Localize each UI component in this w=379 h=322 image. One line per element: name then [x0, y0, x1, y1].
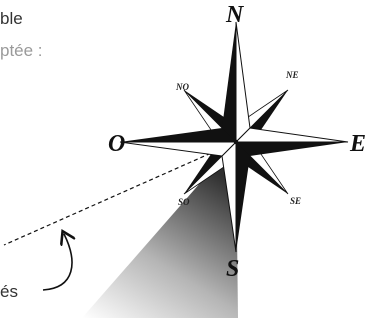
needle-east-dark [236, 142, 348, 156]
compass-center [234, 140, 238, 144]
needle-north-dark [222, 22, 236, 142]
needle-west-dark [120, 128, 236, 142]
label-southwest: SO [178, 197, 190, 207]
label-northwest: NO [175, 82, 189, 92]
label-south: S [226, 256, 239, 282]
needle-west-light [120, 142, 236, 156]
label-west: O [108, 131, 125, 157]
needle-south-dark [236, 142, 250, 252]
label-north: N [225, 2, 245, 28]
curved-arrow [43, 234, 72, 290]
needle-east-light [236, 128, 348, 142]
label-southeast: SE [290, 196, 301, 206]
label-northeast: NE [285, 70, 299, 80]
compass-rose [120, 22, 348, 252]
label-east: E [349, 131, 366, 157]
needle-north-light [236, 22, 250, 142]
